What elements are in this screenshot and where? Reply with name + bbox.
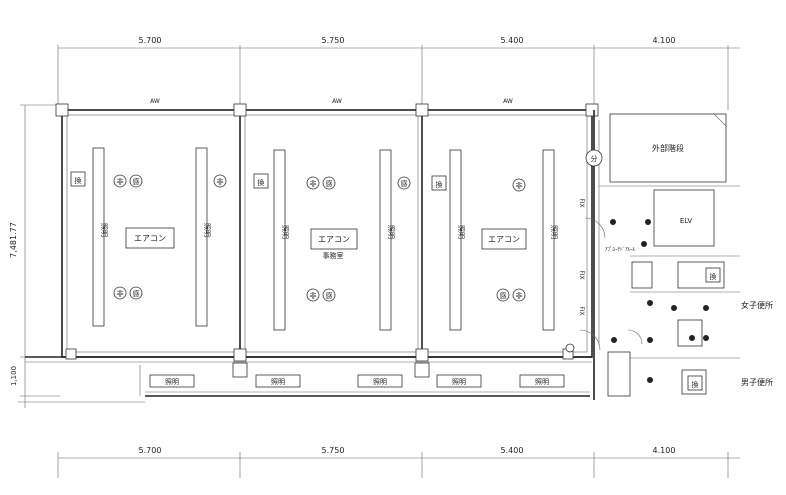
columns	[55, 103, 599, 378]
room-3	[431, 149, 555, 331]
room2-emergency-2: 非	[310, 291, 317, 300]
aw-label-2: AW	[332, 98, 342, 105]
room1-aircon: エアコン	[134, 234, 166, 243]
room3-ventilation: 換	[436, 180, 443, 189]
bottom-dim-1: 5.700	[139, 446, 162, 455]
room2-sensor-2: 感	[401, 179, 408, 188]
room1-emergency-3: 非	[117, 289, 124, 298]
aw-label-1: AW	[150, 98, 160, 105]
fix-label-1: FIX	[578, 198, 585, 207]
bottom-dim-2: 5.750	[322, 446, 345, 455]
fix-label-3: FIX	[578, 306, 585, 315]
top-dim-3: 5.400	[501, 36, 524, 45]
left-dimension-line	[20, 104, 60, 408]
room1-lighting-right: 照明	[203, 223, 211, 237]
building-walls	[18, 109, 593, 403]
distribution-symbol: 分	[591, 154, 598, 163]
aw-label-3: AW	[503, 98, 513, 105]
top-dimension-line	[57, 45, 740, 110]
room1-ventilation: 換	[75, 176, 82, 185]
left-dim-corridor: 1,100	[10, 366, 18, 386]
room3-lighting-right: 照明	[550, 225, 558, 239]
top-dim-2: 5.750	[322, 36, 345, 45]
top-dim-4: 4.100	[653, 36, 676, 45]
room2-emergency-1: 非	[310, 179, 317, 188]
room1-lighting-left: 照明	[100, 223, 108, 237]
left-dim-height: 7,481.77	[9, 222, 18, 258]
mens-wc-label: 男子便所	[741, 377, 773, 387]
bottom-dim-4: 4.100	[653, 446, 676, 455]
corridor-lights	[149, 374, 565, 388]
wc-ventilation-1: 換	[710, 272, 717, 281]
bottom-dimension-line	[57, 452, 740, 478]
downlights	[610, 219, 709, 383]
room1-emergency-1: 非	[117, 177, 124, 186]
room2-lighting-left: 照明	[281, 225, 289, 239]
room1-sensor-2: 感	[133, 289, 140, 298]
womens-wc-label: 女子便所	[741, 300, 773, 310]
corridor-light-4: 照明	[452, 378, 466, 386]
room3-emergency-1: 非	[516, 181, 523, 190]
room2-aircon: エアコン	[318, 235, 350, 244]
room3-emergency-2: 非	[516, 291, 523, 300]
core-area	[565, 110, 740, 400]
stairs-label: 外部階段	[652, 143, 684, 153]
room1-sensor-1: 感	[133, 177, 140, 186]
fix-label-2: FIX	[578, 270, 585, 279]
room2-lighting-right: 照明	[387, 225, 395, 239]
corridor-light-2: 照明	[271, 378, 285, 386]
room-2	[253, 149, 411, 331]
room1-emergency-2: 非	[217, 177, 224, 186]
room3-lighting-left: 照明	[457, 225, 465, 239]
wc-ventilation-2: 換	[692, 380, 699, 389]
top-dim-1: 5.700	[139, 36, 162, 45]
room2-sensor-3: 感	[326, 291, 333, 300]
door-closer-label: ｱﾌﾟﾛｰﾁﾄﾞｱﾙｰﾙ	[605, 246, 636, 253]
elevator-label: ELV	[680, 217, 693, 225]
room2-sensor-1: 感	[326, 179, 333, 188]
corridor-light-3: 照明	[373, 378, 387, 386]
room2-ventilation: 換	[258, 178, 265, 187]
corridor-light-5: 照明	[535, 378, 549, 386]
room3-sensor-1: 感	[500, 291, 507, 300]
bottom-dim-3: 5.400	[501, 446, 524, 455]
room-1	[70, 147, 227, 327]
corridor-light-1: 照明	[165, 378, 179, 386]
room2-office-label: 事務室	[323, 251, 344, 260]
room3-aircon: エアコン	[488, 235, 520, 244]
